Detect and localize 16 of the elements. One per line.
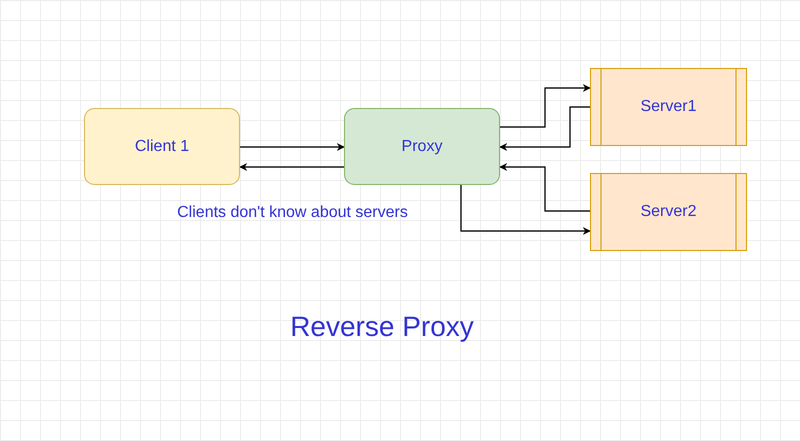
node-label: Server2 (640, 203, 697, 221)
server-box (590, 68, 747, 146)
annotation-text: Clients don't know about servers (176, 203, 409, 223)
arrow (500, 84, 591, 128)
diagram-title: Reverse Proxy (289, 311, 475, 343)
arrow (499, 106, 590, 151)
arrow (460, 185, 591, 235)
server-box (590, 173, 747, 251)
node-label: Server1 (640, 98, 697, 116)
proxy-box (344, 108, 500, 185)
arrow (239, 163, 344, 171)
node-label: Proxy (402, 138, 442, 156)
arrow (499, 163, 590, 212)
node-label: Client 1 (134, 138, 190, 156)
client-box (84, 108, 240, 185)
arrow (240, 143, 345, 151)
